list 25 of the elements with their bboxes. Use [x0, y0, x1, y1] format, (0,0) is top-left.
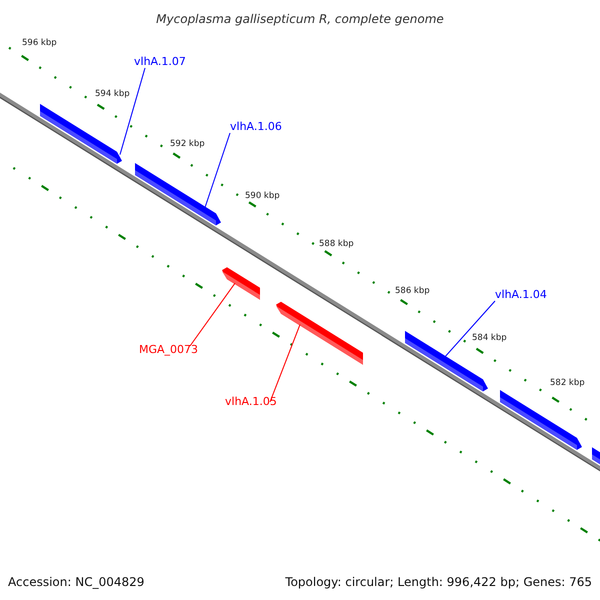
- leader-line: [120, 68, 146, 156]
- gene-label: vlhA.1.07: [134, 56, 186, 68]
- map-title: Mycoplasma gallisepticum R, complete genome: [156, 11, 444, 28]
- gene-block: [222, 267, 260, 300]
- gene-label: vlhA.1.04: [495, 289, 547, 301]
- genome-info: Topology: circular; Length: 996,422 bp; Genes: 765: [285, 575, 592, 589]
- genome-info: Accession: NC_004829: [8, 575, 144, 589]
- scale-label: 590 kbp: [245, 191, 280, 201]
- gene-block: [405, 330, 488, 392]
- gene-label: vlhA.1.06: [230, 121, 282, 133]
- leader-line: [204, 132, 230, 208]
- gene-block: [592, 447, 600, 464]
- gene-block: [500, 390, 582, 450]
- gene-label: vlhA.1.05: [225, 396, 277, 408]
- leader-line: [444, 300, 496, 358]
- gene-block: [276, 302, 363, 365]
- gene-block: [40, 104, 122, 164]
- scale-label: 588 kbp: [319, 239, 354, 249]
- scale-label: 596 kbp: [22, 38, 57, 48]
- gene-label: MGA_0073: [139, 344, 198, 356]
- leader-line: [270, 324, 300, 402]
- gene-block: [135, 162, 221, 226]
- scale-label: 584 kbp: [472, 333, 507, 343]
- scale-label: 586 kbp: [395, 286, 430, 296]
- leader-line: [190, 282, 236, 346]
